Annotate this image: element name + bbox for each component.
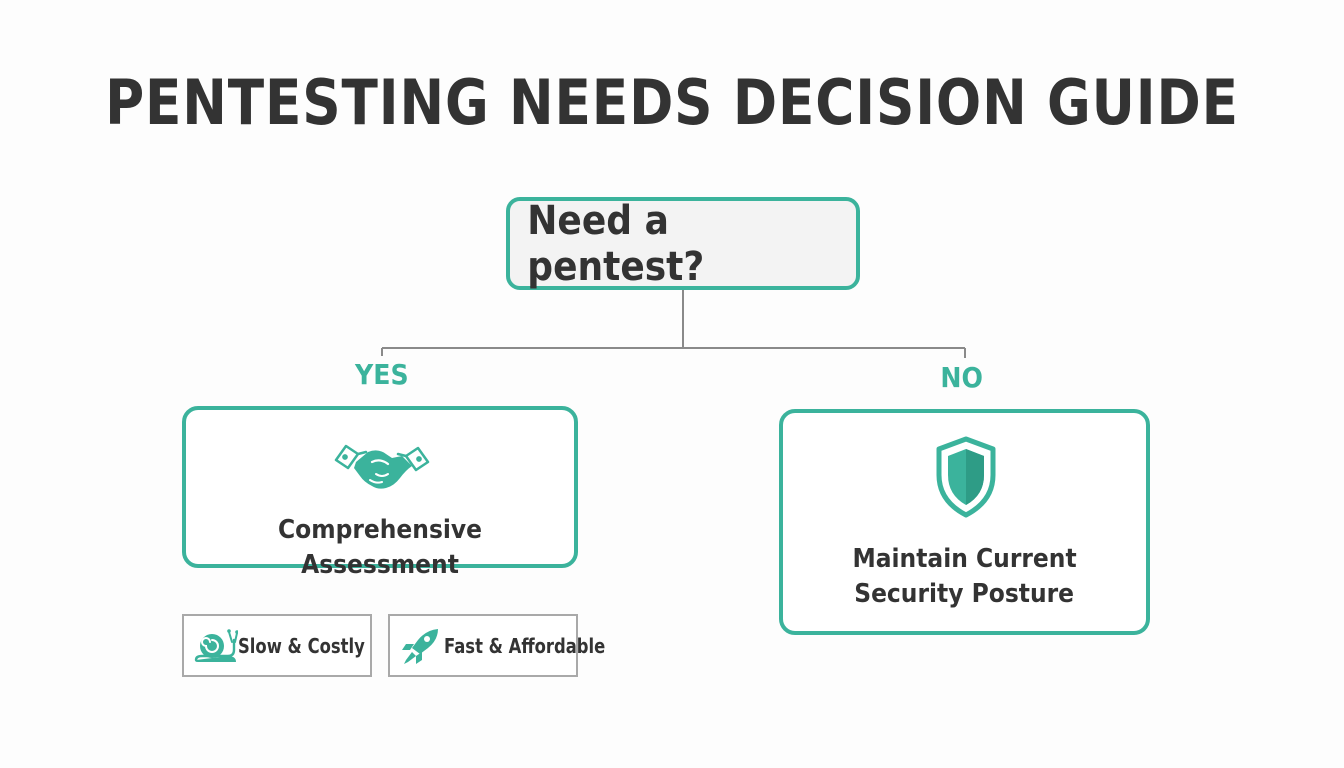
no-outcome-card: Maintain Current Security Posture [779,409,1150,635]
question-node: Need a pentest? [506,197,860,290]
rocket-icon [402,628,438,664]
no-branch-label: NO [940,361,984,394]
yes-branch-label: YES [355,358,409,391]
slow-costly-label: Slow & Costly [238,633,365,658]
slow-costly-option: Slow & Costly [182,614,372,677]
page-title: PENTESTING NEEDS DECISION GUIDE [105,66,1239,139]
snail-icon [194,628,238,662]
handshake-icon [334,444,430,489]
question-text: Need a pentest? [527,197,705,290]
yes-outcome-card: Comprehensive Assessment [182,406,578,580]
no-outcome-text: Maintain Current Security Posture [852,544,1077,609]
fast-affordable-label: Fast & Affordable [444,633,606,658]
shield-icon [936,436,996,518]
yes-outcome-text: Comprehensive Assessment [277,515,483,580]
fast-affordable-option: Fast & Affordable [388,614,605,677]
